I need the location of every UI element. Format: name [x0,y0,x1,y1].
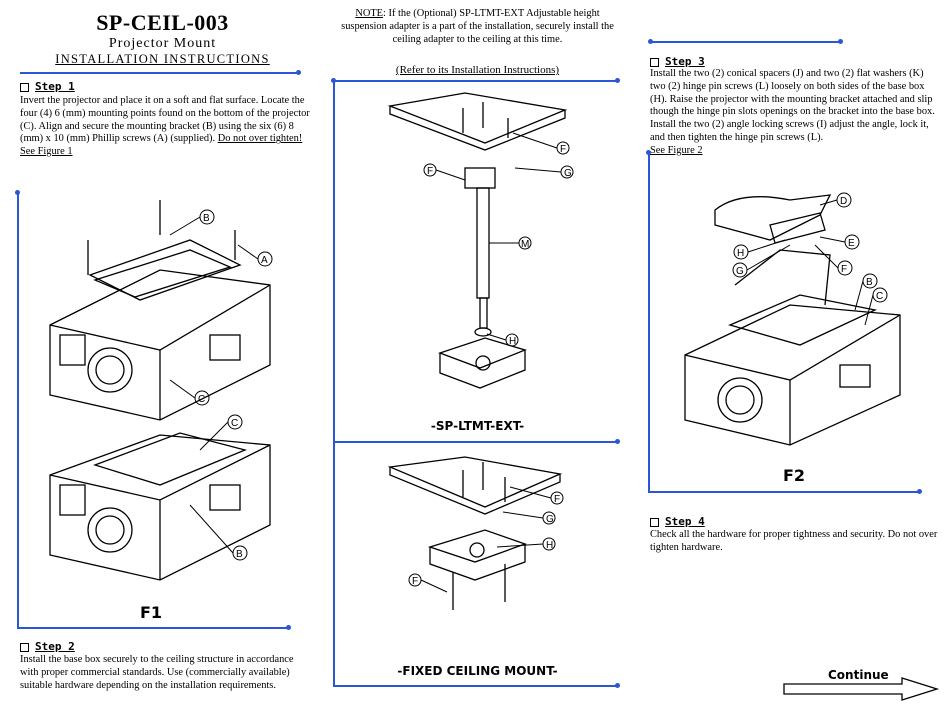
step2-heading: Step 2 [20,640,75,653]
fixed-caption: -FIXED CEILING MOUNT- [397,664,558,678]
callout-h: H [509,336,516,347]
checkbox-icon [650,57,659,67]
ext-caption: -SP-LTMT-EXT- [430,419,525,433]
step4-heading: Step 4 [650,515,705,528]
callout-b: B [866,277,873,288]
rule-left-top [20,72,300,74]
figure1-illustration: B A C C B [49,200,273,581]
rule-dot [615,78,620,83]
callout-f: F [427,166,433,177]
figure1-label: F1 [140,603,163,622]
rule-dot [838,39,843,44]
callout-g: G [546,514,554,525]
rule-dot [648,39,653,44]
rule-mid-top [335,80,618,82]
continue-arrow-icon[interactable] [782,676,942,702]
callout-a: A [261,255,268,266]
rule-dot [296,70,301,75]
rule-mid-vertical [333,80,335,687]
rule-dot [615,683,620,688]
step1-body: Invert the projector and place it on a s… [20,95,310,159]
callout-h: H [546,540,553,551]
ext-adapter-illustration: F G F M H [387,92,574,389]
fixed-mount-illustration: F G H F [387,456,564,610]
step4-body: Check all the hardware for proper tightn… [650,529,938,553]
callout-m: M [521,239,529,250]
rule-mid-middle [335,441,618,443]
callout-c: C [876,291,883,302]
rule-dot [15,190,20,195]
document-title: SP-CEIL-003 [96,10,229,35]
callout-f: F [554,494,560,505]
rule-right-vertical [648,152,650,492]
note-paragraph: NOTE: If the (Optional) SP-LTMT-EXT Adju… [335,8,620,46]
step1-warning: Do not over tighten! [217,133,303,145]
step3-heading: Step 3 [650,55,705,68]
callout-g: G [564,168,572,179]
document-heading: INSTALLATION INSTRUCTIONS [55,52,270,66]
step3-see-figure[interactable]: See Figure 2 [650,144,703,156]
callout-c: C [198,394,205,405]
rule-left-bottom [17,627,289,629]
note-refer[interactable]: (Refer to its Installation Instructions) [395,64,560,76]
figure2-illustration: D E F H G B C [684,192,901,446]
rule-dot [615,439,620,444]
callout-c: C [231,418,238,429]
callout-f: F [841,264,847,275]
rule-dot [917,489,922,494]
note-label: NOTE [355,8,384,19]
callout-b: B [236,549,243,560]
step1-heading: Step 1 [20,80,75,93]
callout-g: G [736,266,744,277]
continue-link[interactable]: Continue [828,668,889,682]
callout-f: F [560,144,566,155]
document-subtitle: Projector Mount [108,36,217,51]
step2-body: Install the base box securely to the cei… [20,654,294,691]
callout-d: D [840,196,847,207]
checkbox-icon [20,642,29,652]
rule-dot [646,150,651,155]
rule-mid-bottom [335,685,618,687]
step1-text: Invert the projector and place it on a s… [20,95,310,145]
rule-dot [331,78,336,83]
callout-e: E [848,238,855,249]
note-text: : If the (Optional) SP-LTMT-EXT Adjustab… [341,8,614,45]
step3-body: Install the two (2) conical spacers (J) … [650,68,940,158]
step3-text: Install the two (2) conical spacers (J) … [650,68,935,143]
callout-f: F [412,576,418,587]
callout-b: B [203,213,210,224]
rule-right-bottom [648,491,920,493]
figure2-label: F2 [783,466,806,485]
checkbox-icon [650,517,659,527]
checkbox-icon [20,82,29,92]
callout-h: H [737,248,744,259]
rule-right-top [650,41,842,43]
rule-left-vertical [17,192,19,627]
step1-see-figure[interactable]: See Figure 1 [20,146,73,158]
rule-dot [286,625,291,630]
